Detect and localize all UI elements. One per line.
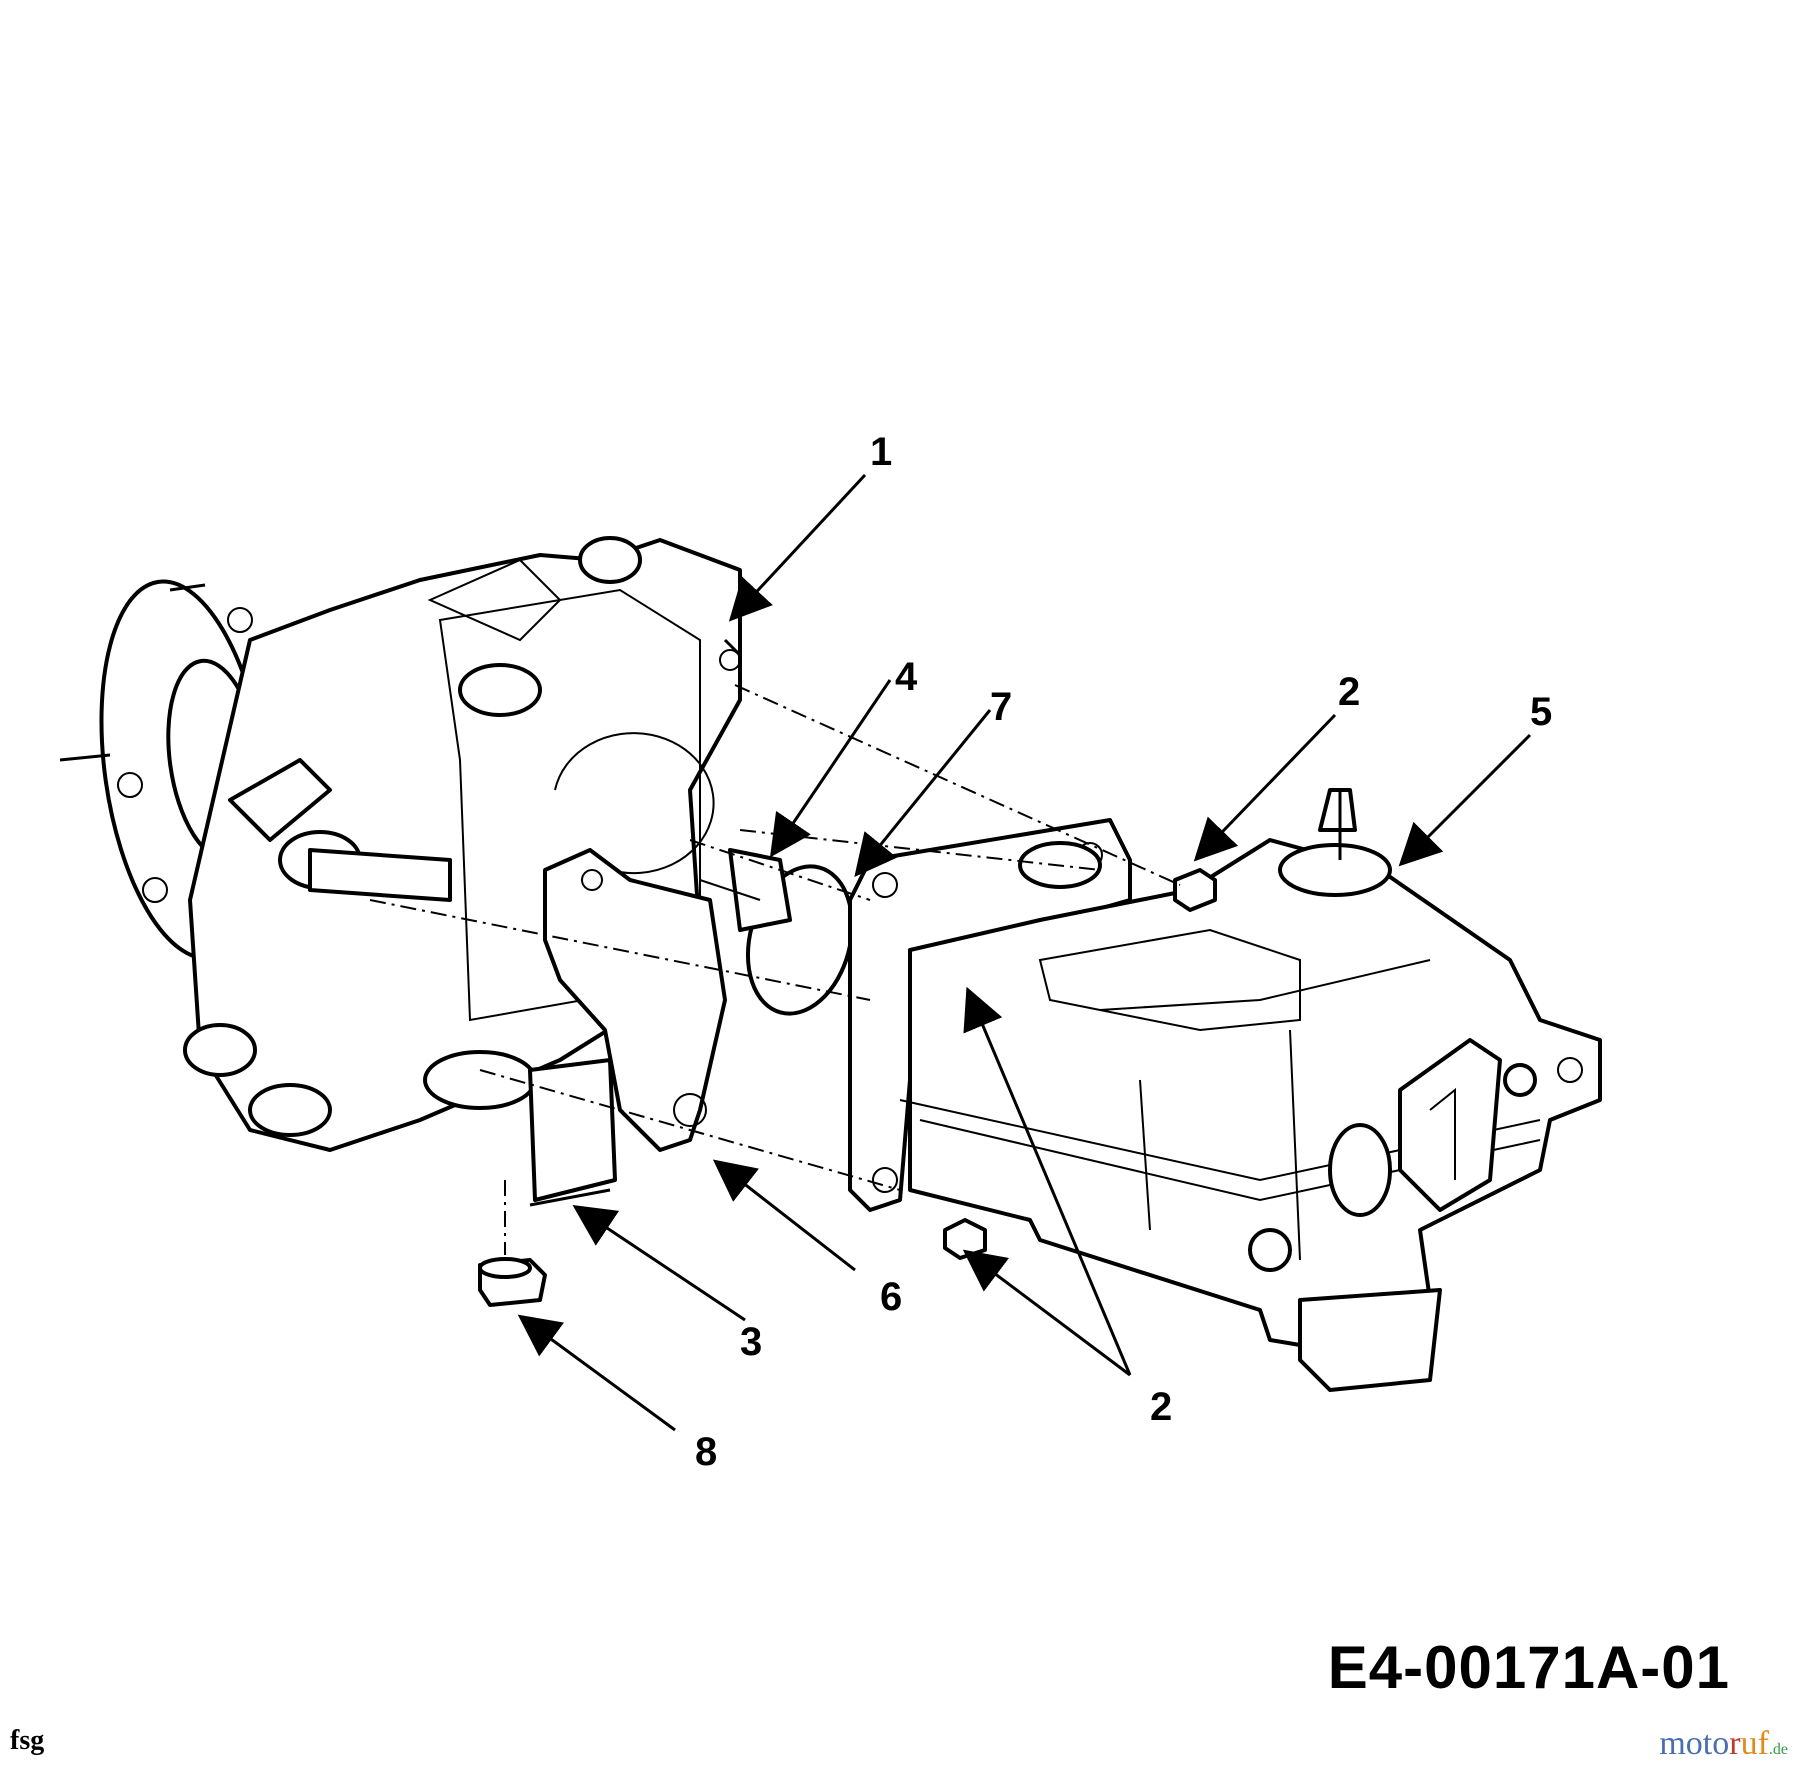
- bolt: [943, 868, 1217, 1260]
- watermark-tld: .de: [1768, 1741, 1788, 1758]
- callout-1: 1: [870, 430, 892, 474]
- callout-6: 6: [880, 1275, 902, 1319]
- callout-2-bottom: 2: [1150, 1385, 1172, 1429]
- watermark-part3: uf: [1740, 1725, 1769, 1762]
- alignment-lines: [369, 684, 1181, 1191]
- bracket-plate: [543, 848, 727, 1152]
- callout-7: 7: [990, 685, 1012, 729]
- watermark-part1: moto: [1659, 1725, 1730, 1762]
- callout-3: 3: [740, 1320, 762, 1364]
- callout-8: 8: [695, 1430, 717, 1474]
- hydrostatic-pump: [899, 788, 1602, 1392]
- watermark-part2: r: [1729, 1725, 1741, 1762]
- author-mark: fsg: [10, 1725, 45, 1756]
- callout-4: 4: [895, 655, 918, 699]
- leader-lines: [517, 473, 1532, 1432]
- coupling-gear: [699, 848, 792, 932]
- callout-5: 5: [1530, 690, 1552, 734]
- spacer-plate: [528, 1058, 617, 1207]
- callout-labels: 1 2 2 3 4 5 6 7 8: [695, 430, 1552, 1474]
- watermark-logo: motoruf.de: [1659, 1725, 1788, 1763]
- callout-2-top: 2: [1338, 670, 1360, 714]
- drawing-code: E4-00171A-01: [1327, 1634, 1730, 1701]
- nut: [478, 1180, 547, 1307]
